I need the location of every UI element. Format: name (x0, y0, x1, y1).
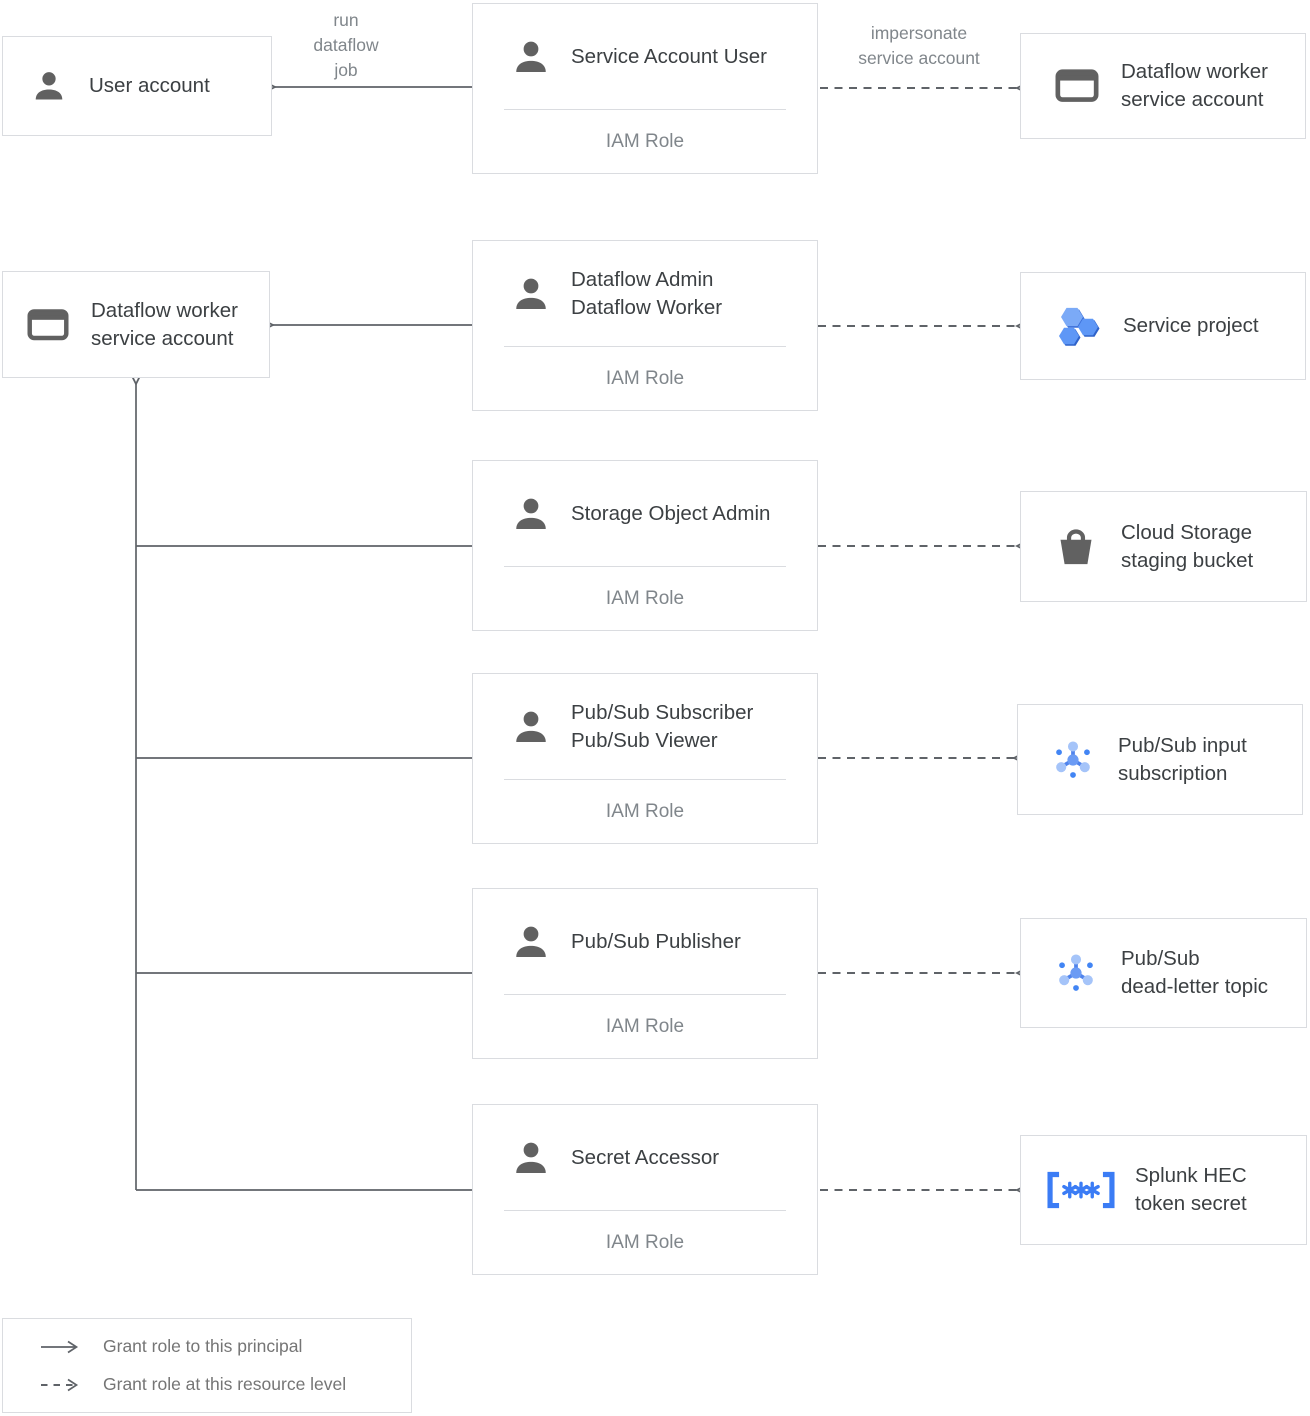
role-title: Pub/Sub Publisher (571, 929, 741, 953)
node-label-line: token secret (1135, 1192, 1247, 1215)
legend: Grant role to this principal Grant role … (2, 1318, 412, 1413)
divider (504, 109, 786, 110)
edge-label-line: impersonate (870, 23, 968, 43)
legend-item-solid: Grant role to this principal (39, 1336, 411, 1357)
node-splunk-hec-token-secret: Splunk HEC token secret (1020, 1135, 1307, 1245)
divider (504, 346, 786, 347)
edge-label-impersonate: impersonate service account (818, 21, 1020, 71)
secret-brackets-icon (1045, 1170, 1117, 1210)
person-icon (511, 276, 551, 312)
person-icon (31, 70, 67, 102)
role-title-line: Pub/Sub Subscriber (571, 700, 754, 724)
node-role-secret-accessor: Secret Accessor IAM Role (472, 1104, 818, 1275)
legend-item-dashed: Grant role at this resource level (39, 1374, 411, 1395)
node-dataflow-worker-sa-left: Dataflow worker service account (2, 271, 270, 378)
node-pubsub-input-subscription: Pub/Sub input subscription (1017, 704, 1303, 815)
node-role-pubsub-subscriber-viewer: Pub/Sub Subscriber Pub/Sub Viewer IAM Ro… (472, 673, 818, 844)
node-label: Pub/Sub input subscription (1118, 732, 1247, 788)
node-user-account: User account (2, 36, 272, 136)
role-title-line: Pub/Sub Viewer (571, 728, 718, 752)
role-subtitle: IAM Role (605, 800, 685, 822)
node-label: Cloud Storage staging bucket (1121, 519, 1253, 575)
node-role-dataflow-admin-worker: Dataflow Admin Dataflow Worker IAM Role (472, 240, 818, 411)
pubsub-icon (1050, 737, 1096, 783)
person-icon (511, 1140, 551, 1176)
node-label-line: Pub/Sub input (1118, 733, 1247, 757)
node-dataflow-worker-sa-top: Dataflow worker service account (1020, 33, 1306, 139)
node-label-line: Pub/Sub (1121, 947, 1200, 970)
node-label-line: subscription (1118, 761, 1228, 785)
node-label-line: Dataflow worker (1121, 60, 1268, 83)
node-label-line: staging bucket (1121, 548, 1254, 572)
solid-arrow-icon (39, 1339, 83, 1355)
divider (504, 566, 786, 567)
divider (504, 1210, 786, 1211)
role-title: Dataflow Admin Dataflow Worker (571, 266, 722, 322)
divider (504, 779, 786, 780)
role-title: Secret Accessor (571, 1145, 720, 1169)
node-label: Dataflow worker service account (91, 297, 238, 353)
edge-label-line: service account (858, 48, 980, 68)
node-role-service-account-user: Service Account User IAM Role (472, 3, 818, 174)
role-title-line: Dataflow Worker (571, 295, 723, 319)
node-label: Splunk HEC token secret (1135, 1162, 1247, 1218)
role-title-line: Dataflow Admin (571, 267, 714, 291)
person-icon (511, 924, 551, 960)
role-subtitle: IAM Role (605, 587, 685, 609)
edge-label-run-dataflow-job: run dataflow job (281, 8, 411, 83)
node-label-line: Splunk HEC (1135, 1164, 1247, 1187)
role-subtitle: IAM Role (605, 367, 685, 389)
storage-bucket-icon (1055, 527, 1097, 567)
person-icon (511, 496, 551, 532)
node-label: Pub/Sub dead-letter topic (1121, 945, 1268, 1001)
role-title: Service Account User (571, 44, 767, 68)
node-label-line: Dataflow worker (91, 298, 238, 322)
node-role-storage-object-admin: Storage Object Admin IAM Role (472, 460, 818, 631)
project-hexagons-icon (1055, 303, 1101, 349)
service-account-card-icon (1055, 67, 1099, 105)
node-cloud-storage-bucket: Cloud Storage staging bucket (1020, 491, 1307, 602)
service-account-card-icon (27, 307, 69, 343)
person-icon (511, 709, 551, 745)
role-title: Pub/Sub Subscriber Pub/Sub Viewer (571, 699, 753, 755)
node-label: User account (89, 74, 210, 97)
node-label-line: service account (1121, 88, 1264, 111)
role-subtitle: IAM Role (605, 130, 685, 152)
dashed-arrow-icon (39, 1377, 83, 1393)
legend-label: Grant role to this principal (103, 1336, 303, 1356)
person-icon (511, 39, 551, 75)
node-label-line: service account (91, 326, 234, 350)
legend-label: Grant role at this resource level (103, 1374, 347, 1394)
pubsub-icon (1053, 950, 1099, 996)
node-label-line: Cloud Storage (1121, 520, 1253, 544)
role-title: Storage Object Admin (571, 501, 771, 525)
node-service-project: Service project (1020, 272, 1306, 380)
divider (504, 994, 786, 995)
node-label-line: dead-letter topic (1121, 975, 1269, 998)
role-subtitle: IAM Role (605, 1015, 685, 1037)
node-label: Service project (1123, 314, 1259, 337)
edge-label-line: dataflow (313, 35, 379, 55)
edge-label-line: job (334, 60, 358, 80)
node-role-pubsub-publisher: Pub/Sub Publisher IAM Role (472, 888, 818, 1059)
role-subtitle: IAM Role (605, 1231, 685, 1253)
node-label: Dataflow worker service account (1121, 58, 1268, 114)
edge-label-line: run (333, 10, 359, 30)
node-pubsub-dead-letter-topic: Pub/Sub dead-letter topic (1020, 918, 1307, 1028)
